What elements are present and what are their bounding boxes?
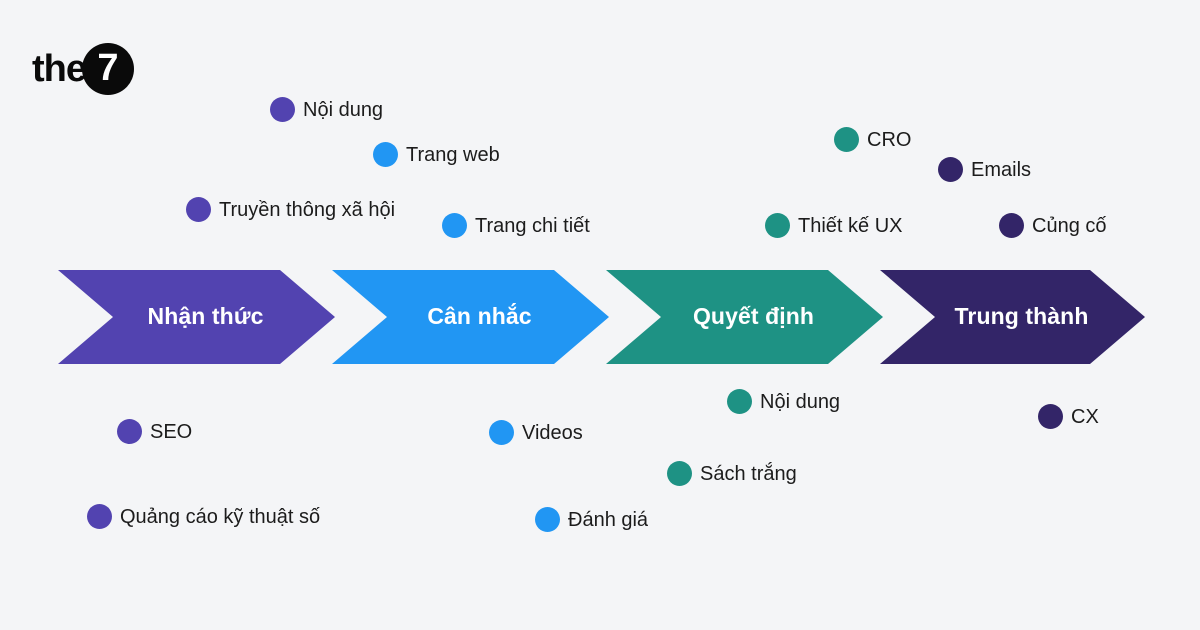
touchpoint-label: Củng cố	[1032, 214, 1107, 237]
touchpoint-dot-icon	[999, 213, 1024, 238]
touchpoint-label: Videos	[522, 421, 583, 444]
touchpoint-label: Nội dung	[303, 98, 384, 121]
brand-logo-mark-icon: 7	[82, 43, 134, 95]
touchpoint-label: Nội dung	[760, 390, 841, 413]
touchpoint-label: Đánh giá	[568, 508, 649, 531]
touchpoint-label: SEO	[150, 420, 193, 443]
touchpoint-item[interactable]: Trang web	[373, 142, 500, 167]
touchpoint-label: Truyền thông xã hội	[219, 198, 396, 221]
touchpoint-item[interactable]: Thiết kế UX	[765, 213, 902, 238]
touchpoint-dot-icon	[186, 197, 211, 222]
brand-logo-word: the	[32, 48, 87, 90]
touchpoint-item[interactable]: Đánh giá	[535, 507, 648, 532]
brand-logo: the 7	[32, 42, 134, 96]
touchpoint-label: Sách trắng	[700, 462, 797, 485]
touchpoint-dot-icon	[489, 420, 514, 445]
touchpoint-dot-icon	[938, 157, 963, 182]
touchpoint-dot-icon	[87, 504, 112, 529]
touchpoint-label: CRO	[867, 128, 912, 151]
funnel-stage-label: Nhận thức	[147, 303, 264, 330]
touchpoint-item[interactable]: Emails	[938, 157, 1031, 182]
touchpoint-dot-icon	[535, 507, 560, 532]
touchpoint-label: CX	[1071, 405, 1099, 428]
touchpoint-dot-icon	[270, 97, 295, 122]
touchpoint-dot-icon	[442, 213, 467, 238]
touchpoint-item[interactable]: CRO	[834, 127, 911, 152]
funnel-stage-awareness[interactable]: Nhận thức	[58, 270, 335, 364]
touchpoint-item[interactable]: CX	[1038, 404, 1099, 429]
touchpoint-item[interactable]: Nội dung	[270, 97, 383, 122]
touchpoint-label: Trang web	[406, 143, 500, 166]
touchpoint-item[interactable]: SEO	[117, 419, 192, 444]
funnel-stage-consideration[interactable]: Cân nhắc	[332, 270, 609, 364]
touchpoint-dot-icon	[667, 461, 692, 486]
touchpoint-label: Trang chi tiết	[475, 214, 590, 237]
touchpoint-label: Thiết kế UX	[798, 214, 903, 237]
touchpoint-dot-icon	[765, 213, 790, 238]
touchpoint-item[interactable]: Truyền thông xã hội	[186, 197, 395, 222]
funnel-stage-decision[interactable]: Quyết định	[606, 270, 883, 364]
touchpoint-item[interactable]: Trang chi tiết	[442, 213, 590, 238]
touchpoint-item[interactable]: Videos	[489, 420, 583, 445]
touchpoint-dot-icon	[1038, 404, 1063, 429]
touchpoint-label: Emails	[971, 158, 1032, 181]
funnel-stage-label: Cân nhắc	[427, 303, 532, 330]
touchpoint-dot-icon	[117, 419, 142, 444]
touchpoint-item[interactable]: Củng cố	[999, 213, 1107, 238]
funnel-stage-label: Trung thành	[954, 303, 1089, 330]
touchpoint-item[interactable]: Sách trắng	[667, 461, 797, 486]
funnel-stage-loyalty[interactable]: Trung thành	[880, 270, 1145, 364]
touchpoint-dot-icon	[834, 127, 859, 152]
touchpoint-item[interactable]: Quảng cáo kỹ thuật số	[87, 504, 320, 529]
touchpoint-item[interactable]: Nội dung	[727, 389, 840, 414]
touchpoint-dot-icon	[727, 389, 752, 414]
touchpoint-label: Quảng cáo kỹ thuật số	[120, 505, 321, 528]
funnel-stage-label: Quyết định	[692, 303, 815, 330]
touchpoint-dot-icon	[373, 142, 398, 167]
